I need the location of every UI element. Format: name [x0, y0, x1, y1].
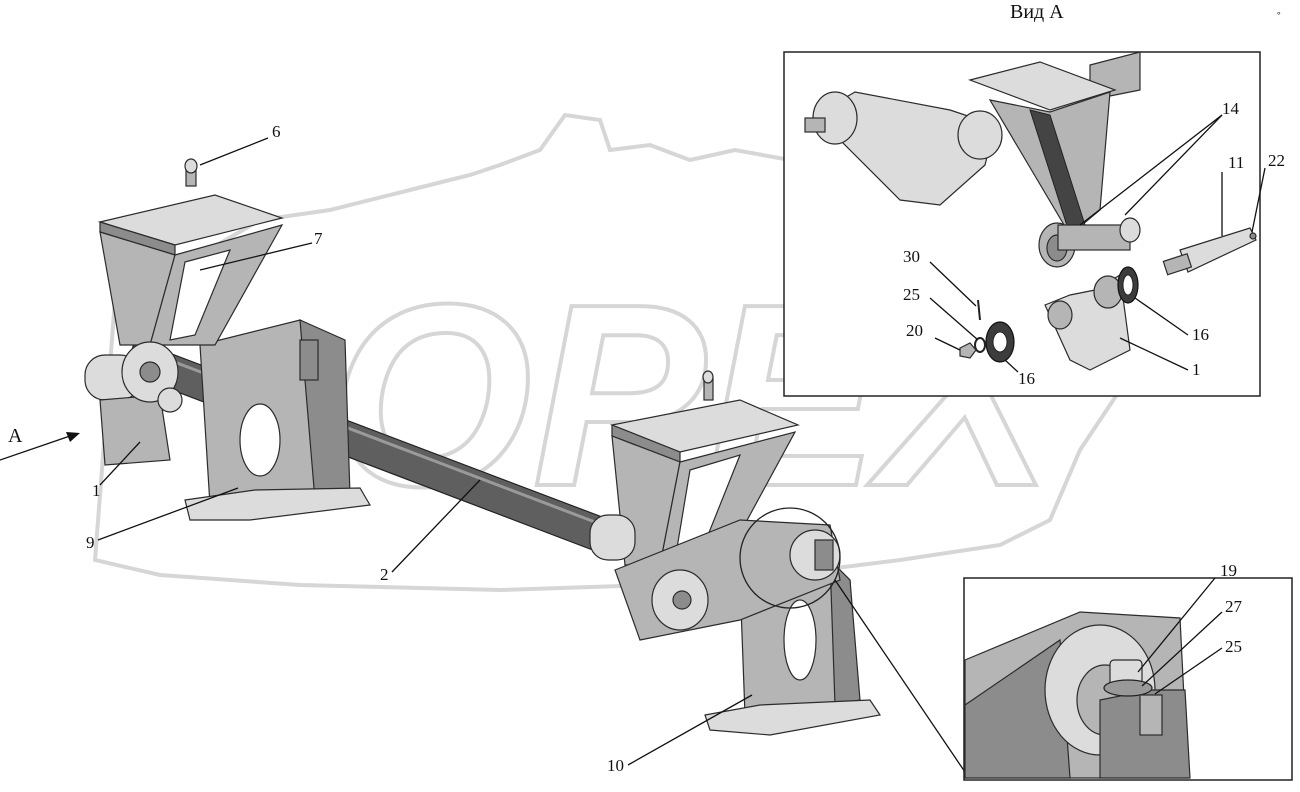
callout-6: 6	[272, 122, 281, 141]
main-assembly	[84, 158, 882, 736]
callout-19: 19	[1220, 561, 1237, 580]
callout-25-detail: 25	[1225, 637, 1242, 656]
callout-9: 9	[86, 533, 95, 552]
callout-14: 14	[1222, 99, 1240, 118]
grease-fitting-part-6	[184, 158, 198, 187]
callout-7: 7	[314, 229, 323, 248]
view-a-callouts: 14 11 22 30 25 20 16 16 1	[903, 99, 1285, 388]
callout-27: 27	[1225, 597, 1243, 616]
callout-11: 11	[1228, 153, 1244, 172]
view-title: Вид А	[1010, 1, 1064, 23]
detail-connector	[834, 579, 968, 776]
view-a-contents	[804, 51, 1257, 371]
callout-16-lower: 16	[1018, 369, 1035, 388]
callout-1-main: 1	[92, 481, 101, 500]
lever-part-1-left	[84, 341, 183, 466]
callout-2: 2	[380, 565, 389, 584]
callout-22: 22	[1268, 151, 1285, 170]
callout-10: 10	[607, 756, 624, 775]
callout-30: 30	[903, 247, 920, 266]
svg-text:∘: ∘	[1276, 9, 1282, 19]
callout-20: 20	[906, 321, 923, 340]
callout-1-view: 1	[1192, 360, 1201, 379]
view-a-arrow: А	[0, 425, 80, 461]
support-part-9	[184, 319, 371, 521]
detail-callouts: 19 27 25	[1137, 561, 1243, 695]
detail-contents	[964, 611, 1191, 779]
main-callouts: 6 7 1 9 2 10	[86, 122, 753, 775]
bracket-part-7	[97, 194, 285, 346]
callout-16-upper: 16	[1192, 325, 1209, 344]
lever-right	[589, 514, 841, 641]
view-arrow-letter: А	[8, 425, 23, 447]
callout-25-view: 25	[903, 285, 920, 304]
detail-marker-circle	[739, 507, 841, 609]
